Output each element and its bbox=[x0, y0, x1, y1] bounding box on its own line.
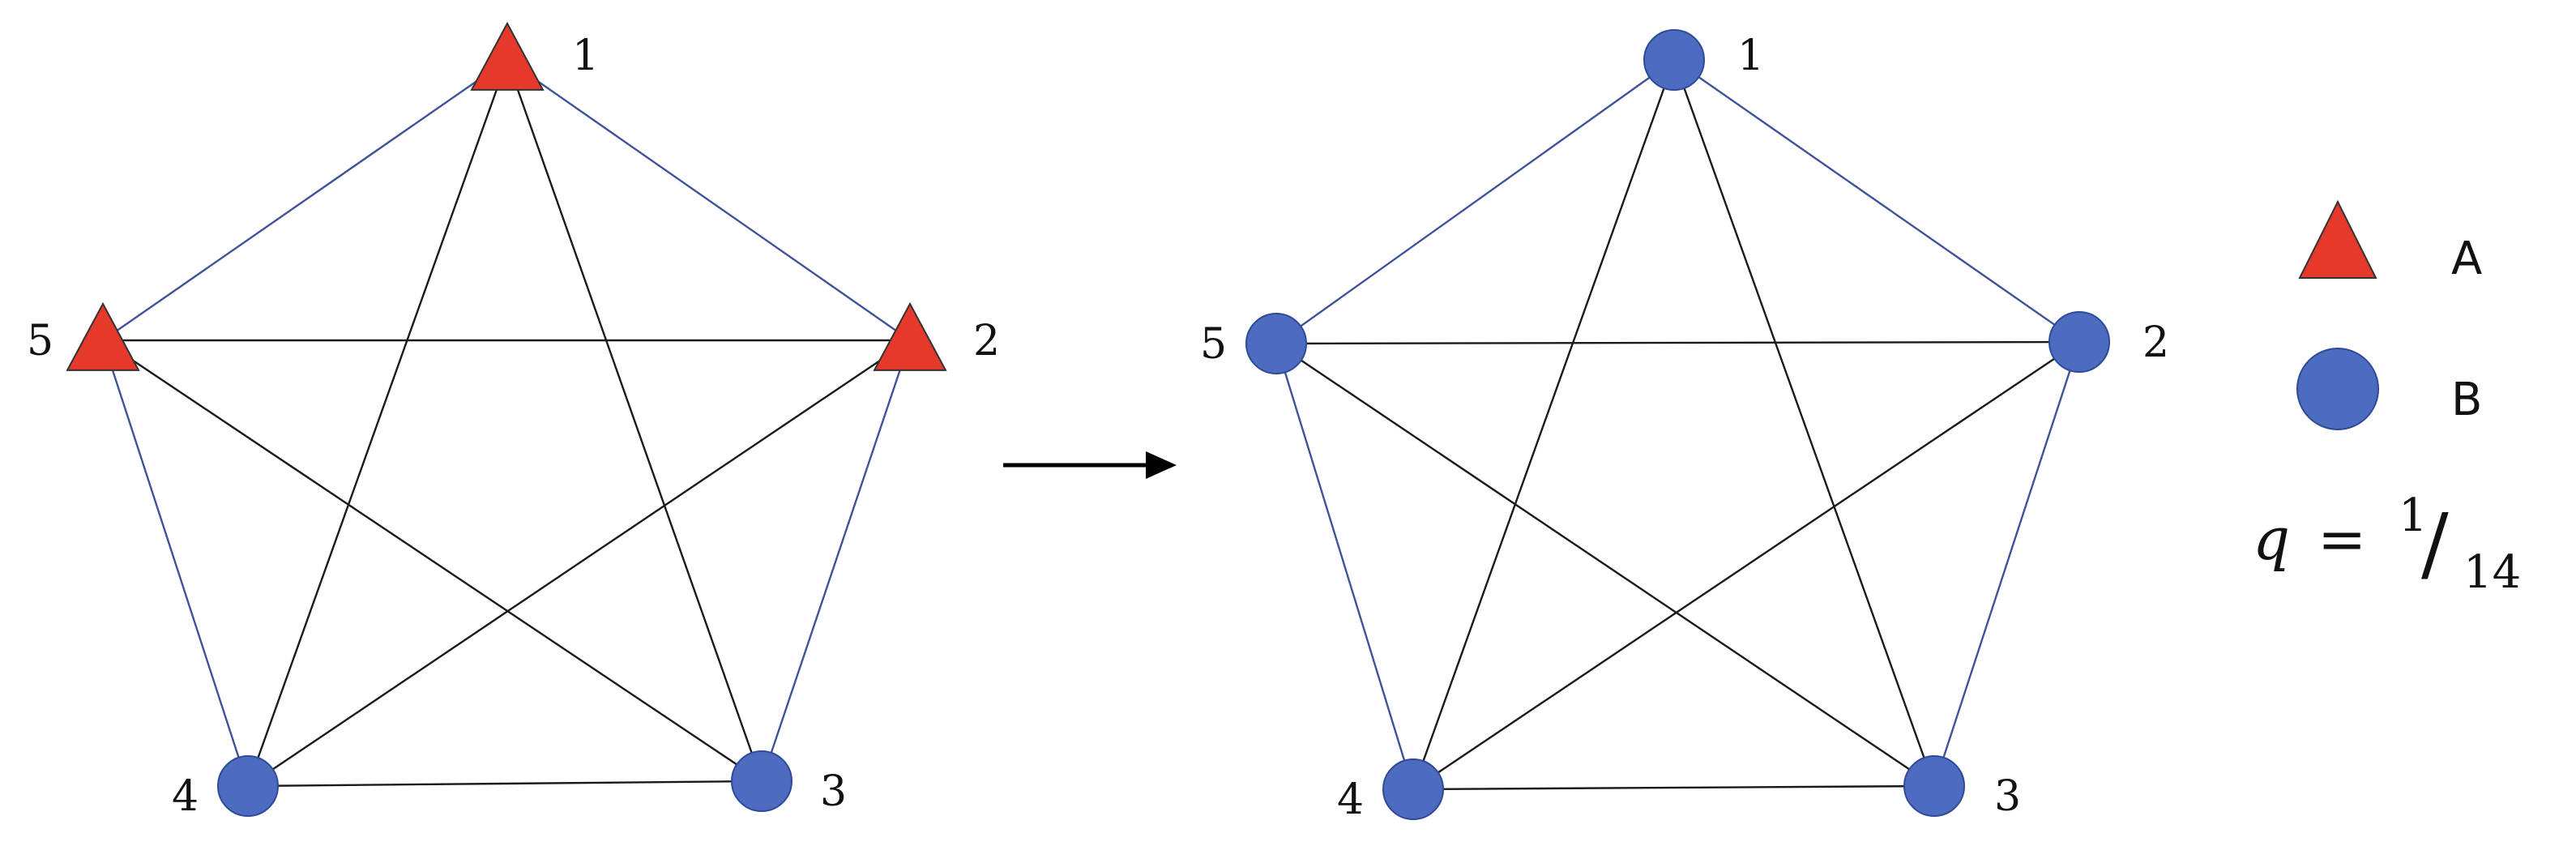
edge-3-4 bbox=[247, 780, 763, 788]
node-3-circle-icon bbox=[1903, 755, 1965, 817]
node-label-1: 1 bbox=[572, 32, 599, 80]
legend-label-a: A bbox=[2451, 233, 2482, 285]
legend: A B q = 1 / 14 bbox=[2253, 199, 2521, 599]
node-label-1: 1 bbox=[1737, 32, 1764, 80]
formula-slash: / bbox=[2421, 496, 2449, 591]
edge-2-3 bbox=[760, 340, 912, 782]
edge-2-5 bbox=[1275, 340, 2080, 345]
edge-1-2 bbox=[506, 59, 911, 341]
legend-circle-icon bbox=[2296, 348, 2379, 430]
node-4-circle-icon bbox=[1382, 758, 1444, 820]
transition-arrow bbox=[1003, 451, 1177, 479]
node-label-3: 3 bbox=[1994, 772, 2021, 821]
graph-before: 1 2 3 4 5 bbox=[27, 21, 1000, 821]
node-label-4: 4 bbox=[172, 772, 199, 821]
node-2-circle-icon bbox=[2048, 311, 2110, 373]
node-label-2: 2 bbox=[973, 317, 1000, 365]
edge-5-1 bbox=[102, 59, 508, 341]
node-2-triangle-icon bbox=[873, 301, 947, 371]
node-label-3: 3 bbox=[820, 767, 847, 816]
edge-4-5 bbox=[101, 340, 250, 787]
edge-3-5 bbox=[102, 340, 763, 782]
edge-1-4 bbox=[246, 59, 509, 787]
edge-3-4 bbox=[1412, 784, 1935, 791]
node-3-circle-icon bbox=[731, 750, 792, 812]
node-5-circle-icon bbox=[1245, 313, 1307, 374]
formula-variable: q bbox=[2253, 505, 2290, 573]
edge-1-2 bbox=[1673, 59, 2080, 343]
node-label-4: 4 bbox=[1337, 776, 1364, 824]
formula-numerator: 1 bbox=[2399, 489, 2428, 542]
graph-after: 1 2 3 4 5 bbox=[1200, 29, 2169, 824]
formula-equals: = bbox=[2318, 505, 2366, 573]
edge-1-4 bbox=[1412, 59, 1676, 790]
edge-1-3 bbox=[1672, 59, 1936, 787]
node-4-circle-icon bbox=[217, 755, 279, 817]
edge-2-4 bbox=[247, 340, 911, 787]
node-label-2: 2 bbox=[2142, 318, 2169, 367]
edge-5-1 bbox=[1275, 59, 1675, 344]
node-1-triangle-icon bbox=[470, 21, 545, 91]
edge-1-3 bbox=[506, 59, 763, 782]
edge-3-5 bbox=[1275, 343, 1935, 787]
legend-label-b: B bbox=[2451, 374, 2482, 426]
node-5-triangle-icon bbox=[66, 301, 140, 371]
edge-4-5 bbox=[1275, 343, 1415, 790]
node-1-circle-icon bbox=[1643, 29, 1705, 91]
edge-2-3 bbox=[1933, 341, 2081, 787]
right-arrow-head bbox=[1146, 451, 1177, 479]
edge-2-4 bbox=[1412, 341, 2080, 790]
legend-triangle-icon bbox=[2298, 199, 2377, 279]
node-label-5: 5 bbox=[27, 317, 53, 365]
formula-denominator: 14 bbox=[2463, 546, 2521, 599]
formula: q = 1 / 14 bbox=[2253, 489, 2521, 599]
node-label-5: 5 bbox=[1200, 320, 1227, 369]
